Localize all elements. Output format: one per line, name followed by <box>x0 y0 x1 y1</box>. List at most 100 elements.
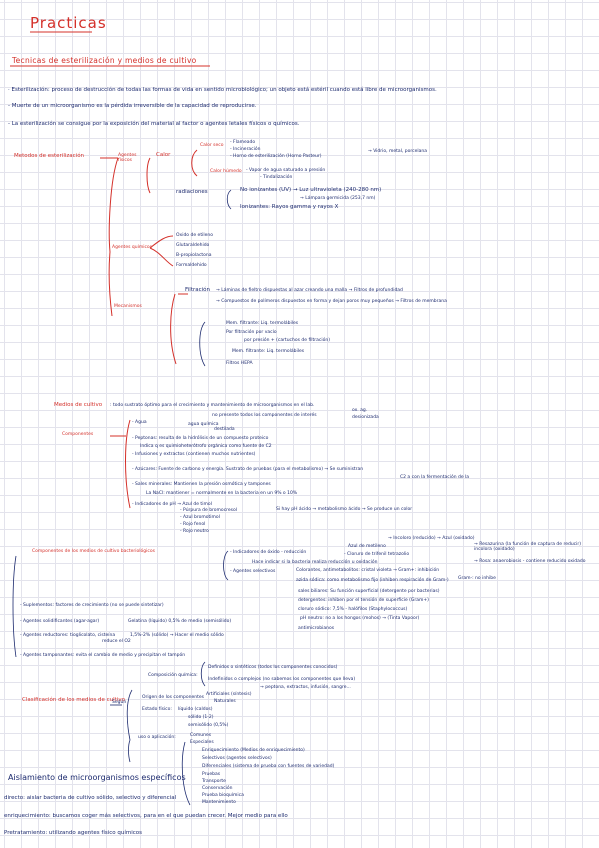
peptonas: - Peptonas: resulta de la hidrólisis de … <box>132 436 269 441</box>
mecanismo-item: Mem. filtrante: Liq. termolábiles <box>232 349 305 354</box>
colorantes: Colorantes, antimetabolitos: cristal vio… <box>296 568 440 573</box>
uso-item: Enriquecimiento (Medios de enriquecimien… <box>202 748 305 753</box>
bacterias-note: Hace indicar si la bacteria realiza redu… <box>252 560 378 565</box>
solidificantes-note: 1,5%-2% (sólido) → Hacer el medio sólido <box>130 633 224 638</box>
radiaciones-label: radiaciones <box>176 189 208 195</box>
calor-seco-item: - Incineración <box>230 147 261 152</box>
cloruro-sodio: cloruro sódico: 7,5% - halófilos (Staphy… <box>298 607 408 612</box>
indefinidos: Indefinidos o complejos (no sabemos los … <box>208 677 356 682</box>
clasificacion-brace <box>126 689 133 763</box>
agua-note: no presente todos los componentes de int… <box>212 413 317 418</box>
uso-item: Comunes <box>190 733 212 738</box>
fisicos-brace <box>146 157 151 194</box>
quimico-item: B-propiolactona <box>176 253 212 258</box>
agua-note: agua química <box>188 422 219 427</box>
lampara-germicida: → Lámpara germicida (253,7 nm) <box>300 196 376 201</box>
aislamiento-heading: Aislamiento de microorganismos específic… <box>8 773 186 782</box>
methods-label: Metodos de esterilización <box>14 153 85 159</box>
methods-brace <box>108 157 119 317</box>
ph-item: - Azul bromotimol <box>180 515 220 520</box>
composicion-quimica: Composición química: <box>148 673 198 678</box>
detergentes: detergentes: inhiben por el tensión de s… <box>298 598 429 603</box>
medios-heading: Medios de cultivo <box>54 402 103 408</box>
agentes-quimicos-label: Agentes químicos <box>112 245 153 250</box>
resazurina-note: → Rosa: anaerobiosis - contiene reducido… <box>474 559 586 564</box>
calor-seco-label: Calor seco <box>200 143 224 148</box>
azida-sodica: azida sódica: como metabolismo fijo (inh… <box>296 578 449 583</box>
infusiones: - Infusiones y extractos (contienen much… <box>132 452 256 457</box>
quimico-item: Formaldehido <box>176 263 207 268</box>
azul-note: → Incoloro (reducido) → Azul (oxidado) <box>388 536 475 541</box>
uso-item: Diferenciales (sistema de prueba con fue… <box>202 764 335 769</box>
filtracion-label: Filtración <box>185 287 211 293</box>
ionizantes: Ionizantes: Rayos gamma y rayos X <box>240 204 339 210</box>
solidificantes-note: Gelatina (líquido) 0,5% de medio (semisó… <box>128 619 232 624</box>
naturales: Naturales <box>214 699 236 704</box>
uso-item: Prueba bioquímica <box>202 793 244 798</box>
cloruro-trifenil: - Cloruro de trifenil tetrazolio <box>344 552 410 557</box>
uso-brace <box>181 741 191 806</box>
ph-acido: pH neutro: no a los hongos (mohos) → (Ti… <box>300 616 420 621</box>
indicador-oxido: - Indicadores de óxido - reducción <box>230 550 307 555</box>
clasificacion-heading: Clasificación de los medios de cultivo <box>22 697 125 703</box>
filtracion-profundidad: → Láminas de fieltro dispuestas al azar … <box>216 288 403 293</box>
agua-note: desionizada <box>352 415 379 420</box>
bullet-esterilizacion: · Esterilización: proceso de destrucción… <box>8 87 437 93</box>
uso-aplicacion: uso o aplicación: <box>138 735 176 740</box>
uso-item: Pruebas <box>202 772 221 777</box>
radiaciones-brace <box>226 189 232 210</box>
liquido: líquido (caldos) <box>178 707 213 712</box>
mecanismo-item: Mem. filtrante: Liq. termolábiles <box>226 321 299 326</box>
uso-item: Conservación <box>202 786 233 791</box>
page-title: Practicas <box>30 14 107 32</box>
calor-label: Calor <box>156 152 171 158</box>
nacl-note: La NaCl: mantiener = normalmente en la b… <box>146 491 298 496</box>
definidos: Definidos o sintéticos (todos los compon… <box>208 665 338 670</box>
indicador-ph: - Indicadores de pH → Azul de timol <box>132 502 212 507</box>
bullet-exposicion: - La esterilización se consigue por la e… <box>8 121 300 127</box>
mecanismo-item: Filtros HEPA <box>226 361 253 366</box>
azul-metileno: Azul de metileno <box>348 544 386 549</box>
componentes-medios-heading: Componentes de los medios de cultivo bac… <box>32 549 155 554</box>
componentes-label: Componentes <box>62 432 94 437</box>
ph-item: - Rojo neutro <box>180 529 209 534</box>
selectivos-brace <box>223 550 229 581</box>
gram-negative: Gram-: no inhibe <box>458 576 496 581</box>
ph-item: - Rojo fenol <box>180 522 206 527</box>
mecanismo-item: por presión + (cartuchos de filtración) <box>244 338 331 343</box>
semisolido: semisólido (0,5%) <box>188 723 229 728</box>
azucares: - Azúcares: Fuente de carbono y energía.… <box>132 467 364 472</box>
bullet-muerte: - Muerte de un microorganismo es la pérd… <box>8 103 257 109</box>
mecanismos-brace <box>170 293 177 365</box>
aislamiento-directo: directo: aislar bacteria de cultivo sóli… <box>4 795 177 801</box>
estado-fisico: Estado físico: <box>142 707 172 712</box>
section-heading-techniques: Tecnicas de esterilización y medios de c… <box>12 56 197 65</box>
tampones: - Agentes tamponantes: evita el cambio d… <box>20 653 186 658</box>
segun-label: Según <box>112 700 127 705</box>
reductores-note: reduce el O2 <box>102 639 131 644</box>
aislamiento-pretratamiento: Pretratamiento: utilizando agentes físic… <box>4 830 143 836</box>
ph-note: Si hay pH ácido → metabolismo ácido → Se… <box>276 507 413 512</box>
calor-humedo-label: Calor húmedo <box>210 169 242 174</box>
agentes-fisicos-label: Agentes físicos <box>118 153 137 163</box>
indefinidos-note: → peptona, extractos, infusión, sangre..… <box>260 685 351 690</box>
ph-item: - Púrpura de bromocresol <box>180 508 238 513</box>
composicion-brace <box>200 661 206 687</box>
calor-seco-item: - Flameado <box>230 140 256 145</box>
mecanismo-item: Por filtración por vacío <box>226 330 277 335</box>
calor-seco-item: - Horno de esterilización (Horno Pasteur… <box>230 154 322 159</box>
agua-note: destilada <box>214 427 235 432</box>
sales-biliares: sales biliares: Su función superficial (… <box>298 589 440 594</box>
suplementos: - Suplementos: factores de crecimiento (… <box>20 603 164 608</box>
artificiales: Artificiales (síntesis) <box>206 692 252 697</box>
uso-item: Selectivos (agentes selectivos) <box>202 756 272 761</box>
filtracion-membrana: → Compuestos de polímeros dispuestos en … <box>216 299 447 304</box>
resazurina: → Resazurina (la función de captura de r… <box>474 542 582 552</box>
agua-label: - Agua <box>132 420 147 425</box>
peptonas-note: Indica q es quimioheterótrofo orgánica c… <box>140 444 272 449</box>
calor-humedo-item: - Vapor de agua saturado a presión <box>246 168 326 173</box>
calor-seco-result: → Vidrio, metal, porcelana <box>368 149 428 154</box>
uso-item: Mantenimiento <box>202 800 236 805</box>
membrana-brace <box>199 321 206 367</box>
